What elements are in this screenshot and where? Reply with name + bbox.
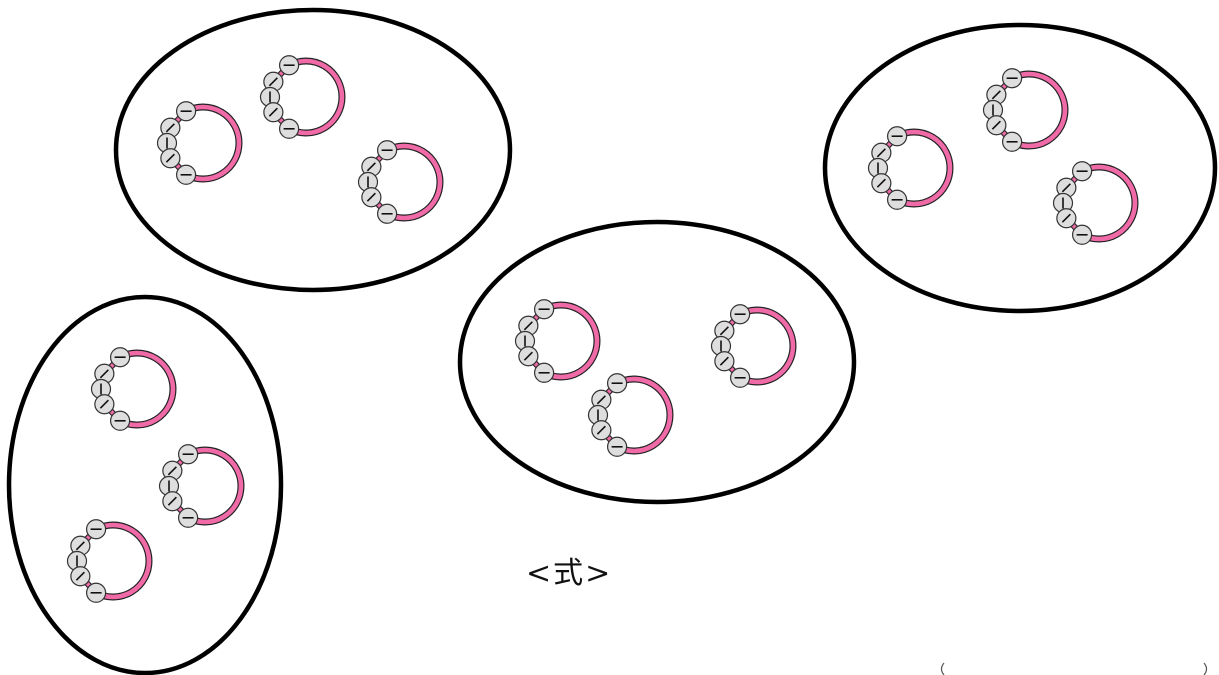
minus-bead-icon	[378, 204, 397, 223]
pink-arc-fill	[387, 146, 440, 218]
pink-arc-fill	[120, 353, 173, 425]
minus-bead-icon	[161, 149, 180, 168]
minus-bead-icon	[715, 352, 734, 371]
minus-bead-icon	[888, 190, 907, 209]
group-top-right	[825, 25, 1215, 311]
minus-bead-icon	[535, 300, 554, 319]
charged-ring-unit	[261, 56, 343, 139]
charged-ring-unit	[68, 520, 149, 603]
pink-arc-fill	[289, 61, 342, 133]
charged-ring-unit	[589, 374, 671, 457]
charged-ring-unit	[712, 305, 793, 388]
paren-right-mark	[1204, 663, 1207, 675]
minus-bead-icon	[87, 583, 106, 602]
minus-bead-icon	[280, 56, 299, 75]
minus-bead-icon	[519, 347, 538, 366]
pink-arc-fill	[617, 379, 670, 451]
charged-ring-unit	[359, 141, 441, 224]
charged-ring-unit	[984, 69, 1066, 152]
charged-ring-unit	[1054, 162, 1136, 245]
minus-bead-icon	[592, 421, 611, 440]
minus-bead-icon	[177, 165, 196, 184]
minus-bead-icon	[535, 363, 554, 382]
minus-bead-icon	[378, 141, 397, 160]
minus-bead-icon	[731, 305, 750, 324]
minus-bead-icon	[179, 445, 198, 464]
minus-bead-icon	[95, 395, 114, 414]
minus-bead-icon	[280, 119, 299, 138]
charged-ring-unit	[160, 445, 242, 528]
group-outline	[460, 222, 854, 502]
minus-bead-icon	[1057, 209, 1076, 228]
pink-arc-fill	[1012, 74, 1065, 146]
minus-bead-icon	[1073, 225, 1092, 244]
minus-bead-icon	[111, 348, 130, 367]
minus-bead-icon	[264, 103, 283, 122]
pink-arc-fill	[740, 310, 793, 382]
minus-bead-icon	[731, 368, 750, 387]
caption-label: <式>	[526, 548, 612, 592]
group-top-left	[116, 10, 510, 290]
minus-bead-icon	[71, 567, 90, 586]
charged-ring-unit	[516, 300, 598, 383]
minus-bead-icon	[362, 188, 381, 207]
pink-arc-fill	[544, 305, 597, 377]
minus-bead-icon	[87, 520, 106, 539]
pink-arc-fill	[96, 525, 149, 597]
minus-bead-icon	[872, 174, 891, 193]
group-middle	[460, 222, 854, 502]
pink-arc-fill	[897, 132, 950, 204]
minus-bead-icon	[987, 116, 1006, 135]
minus-bead-icon	[1073, 162, 1092, 181]
minus-bead-icon	[608, 437, 627, 456]
minus-bead-icon	[1003, 132, 1022, 151]
charged-ring-unit	[869, 127, 950, 210]
pink-arc-fill	[1082, 167, 1135, 239]
charged-ring-unit	[158, 102, 240, 185]
paren-left-mark	[942, 663, 945, 675]
minus-bead-icon	[163, 492, 182, 511]
minus-bead-icon	[888, 127, 907, 146]
pink-arc-fill	[188, 450, 241, 522]
minus-bead-icon	[111, 411, 130, 430]
pink-arc-fill	[186, 107, 239, 179]
minus-bead-icon	[179, 508, 198, 527]
minus-bead-icon	[1003, 69, 1022, 88]
minus-bead-icon	[177, 102, 196, 121]
minus-bead-icon	[608, 374, 627, 393]
group-bottom-left	[9, 297, 281, 673]
charged-ring-unit	[92, 348, 174, 431]
